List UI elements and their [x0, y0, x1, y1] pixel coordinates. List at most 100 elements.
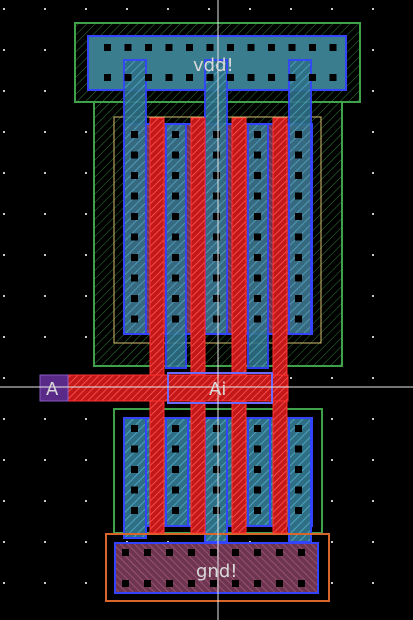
grid-dot [44, 459, 46, 461]
contact [298, 580, 305, 587]
grid-dot [85, 541, 87, 543]
contact [165, 74, 173, 81]
contact [213, 486, 220, 494]
grid-dot [85, 418, 87, 420]
contact [213, 233, 220, 241]
nmos-metal1-straps [123, 417, 312, 543]
grid-dot [85, 582, 87, 584]
contact [232, 549, 239, 556]
contact [172, 507, 179, 514]
grid-dot [372, 336, 374, 338]
contact [268, 74, 275, 81]
grid-dot [85, 500, 87, 502]
contact [213, 466, 220, 473]
grid-dot [44, 213, 46, 215]
contact [144, 580, 151, 587]
contact [166, 580, 173, 587]
contact [131, 445, 138, 453]
grid-dot [372, 459, 374, 461]
grid-dot [44, 172, 46, 174]
contact [227, 44, 234, 51]
grid-dot [372, 541, 374, 543]
contact [268, 44, 275, 51]
grid-dot [44, 295, 46, 297]
grid-dot [372, 418, 374, 420]
contact [172, 486, 179, 494]
contact [213, 507, 220, 514]
contact [295, 213, 302, 220]
contact [254, 274, 261, 282]
contact [276, 549, 283, 556]
contact [295, 131, 302, 138]
contact [131, 295, 138, 302]
grid-dot [44, 582, 46, 584]
grid-dot [3, 582, 5, 584]
grid-dot [3, 295, 5, 297]
contact [254, 549, 261, 556]
contact [172, 425, 179, 432]
contact [295, 315, 302, 323]
contact [213, 254, 220, 261]
contact [186, 74, 193, 81]
contact [254, 466, 261, 473]
contact [172, 172, 179, 179]
input-poly-bar[interactable] [39, 374, 289, 402]
contact [213, 192, 220, 200]
contact [166, 549, 173, 556]
contact [172, 233, 179, 241]
contact [213, 151, 220, 159]
grid-dot [372, 131, 374, 133]
pmos-metal1-straps [123, 59, 312, 369]
contact [131, 151, 138, 159]
contact [172, 466, 179, 473]
grid-dot [3, 213, 5, 215]
grid-dot [290, 377, 292, 379]
contact [288, 74, 296, 81]
contact [122, 580, 129, 587]
contact [210, 580, 217, 587]
contact [188, 549, 195, 556]
grid-dot [44, 254, 46, 256]
contact [254, 192, 261, 200]
input-pin-box[interactable] [39, 374, 69, 402]
grid-dot [372, 213, 374, 215]
contact [172, 254, 179, 261]
grid-dot [372, 8, 374, 10]
contact [298, 549, 305, 556]
grid-dot [331, 377, 333, 379]
poly-gates[interactable] [149, 117, 288, 534]
contact [172, 213, 179, 220]
contact [213, 274, 220, 282]
grid-dot [44, 90, 46, 92]
grid-dot [3, 336, 5, 338]
grid-dot [331, 541, 333, 543]
contact [131, 131, 138, 138]
grid-dot [44, 131, 46, 133]
input-net-label: Ai [209, 379, 226, 400]
contact [254, 295, 261, 302]
grid-dot [3, 8, 5, 10]
grid-dot [3, 459, 5, 461]
contact [104, 44, 111, 51]
grid-dot [44, 418, 46, 420]
grid-dot [85, 336, 87, 338]
contact [131, 466, 138, 473]
contact [131, 507, 138, 514]
contact [254, 486, 261, 494]
contact [172, 274, 179, 282]
grid-dot [331, 582, 333, 584]
grid-dot [372, 582, 374, 584]
contact [131, 274, 138, 282]
contact [131, 315, 138, 323]
contacts [104, 44, 337, 587]
grid-dot [85, 8, 87, 10]
input-pin-label: A [46, 379, 59, 400]
contact [295, 507, 302, 514]
contact [295, 466, 302, 473]
contact [295, 445, 302, 453]
contact [329, 74, 337, 81]
contact [104, 74, 111, 81]
contact [131, 233, 138, 241]
